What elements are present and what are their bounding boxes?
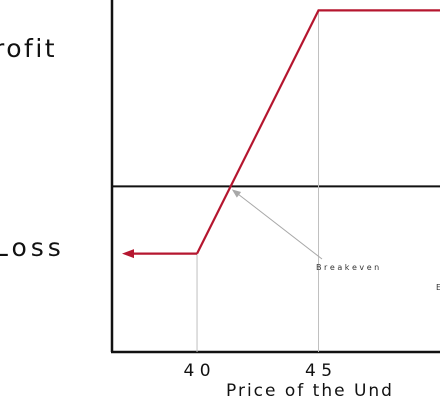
profit-label: rofit: [0, 34, 57, 63]
x-tick-label-1: 4 5: [305, 361, 332, 381]
x-tick-label-0: 4 0: [184, 361, 211, 381]
breakeven-pointer-head: [231, 189, 242, 198]
cutoff-right-label: E: [436, 283, 440, 292]
x-tick-labels: 4 0 4 5: [184, 361, 333, 381]
payoff-line: [196, 9, 440, 255]
loss-arrowhead: [122, 249, 134, 259]
x-axis-label: Price of the Und: [226, 381, 394, 400]
loss-label: Loss: [0, 233, 65, 262]
tick-guides: [196, 10, 320, 352]
breakeven-label: B r e a k e v e n: [316, 263, 379, 272]
breakeven-pointer: [235, 191, 323, 260]
